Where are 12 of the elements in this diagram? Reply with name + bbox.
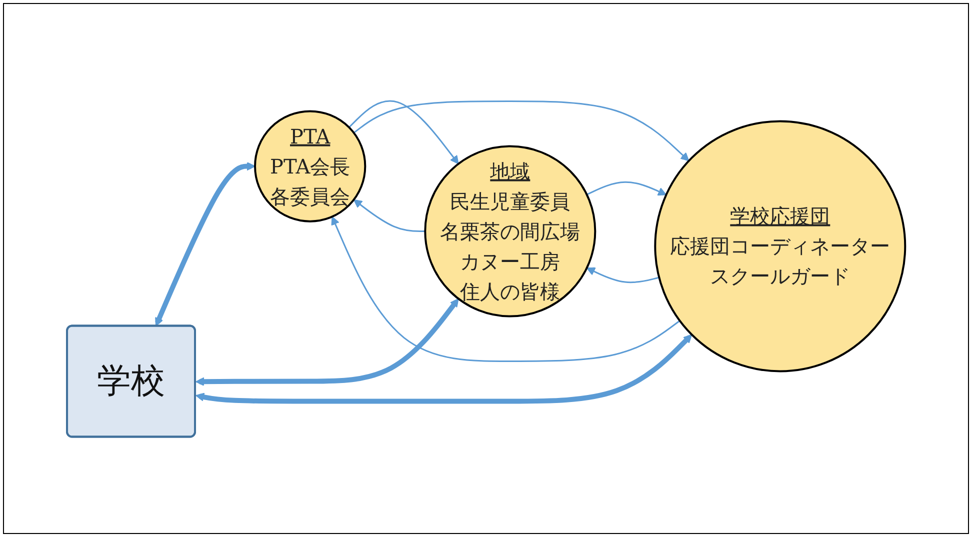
arrow	[353, 100, 690, 161]
arrow	[154, 161, 256, 326]
arrow	[195, 334, 692, 404]
arrow	[331, 216, 680, 362]
node-circle: 学校応援団 応援団コーディネーター スクールガード	[654, 120, 906, 372]
arrow	[353, 198, 426, 232]
node-circle: 地域 民生児童委員 名栗茶の間広場 カヌー工房 住人の皆様	[424, 144, 596, 317]
node-circle: PTA PTA会長 各委員会	[254, 110, 366, 222]
arrow	[195, 298, 459, 386]
arrow	[586, 181, 667, 196]
arrow	[348, 100, 459, 164]
arrow	[586, 267, 660, 283]
